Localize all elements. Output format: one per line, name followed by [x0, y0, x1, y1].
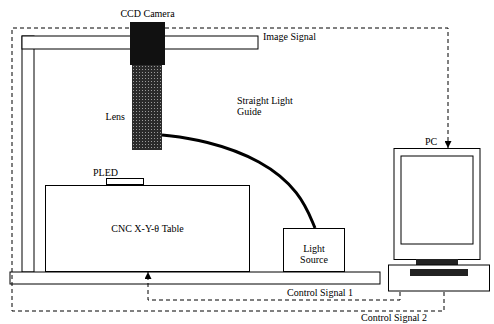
computer-illustration	[388, 148, 490, 292]
node-label: CCD Camera	[120, 8, 174, 19]
part-name: Straight Light Guide	[236, 95, 296, 117]
monitor-stand	[416, 259, 458, 265]
lens: Lens	[132, 65, 162, 150]
monitor-case	[394, 149, 480, 260]
node-label: PLED	[93, 167, 118, 178]
computer-base	[389, 265, 490, 291]
node-label: PC	[425, 136, 437, 147]
signal-name: Control Signal 2	[360, 312, 428, 323]
signal-line	[12, 28, 444, 311]
pc: PC	[388, 148, 490, 292]
node-label: Light Source	[293, 243, 335, 265]
node-label: CNC X-Y-θ Table	[111, 223, 183, 234]
drive-slot	[410, 269, 468, 276]
light-source: Light Source	[283, 228, 345, 272]
signal-name: Image Signal	[262, 31, 317, 42]
base-plate	[10, 272, 380, 284]
node-label: Lens	[106, 111, 125, 122]
monitor-screen	[401, 156, 473, 244]
signal-name: Control Signal 1	[286, 287, 354, 298]
signal-line	[165, 28, 448, 148]
ccd-camera: CCD Camera	[130, 22, 165, 65]
stand-post	[22, 36, 34, 272]
pled-sample: PLED	[106, 178, 144, 185]
cnc-table: CNC X-Y-θ Table	[45, 185, 250, 272]
signal-line	[148, 272, 400, 300]
